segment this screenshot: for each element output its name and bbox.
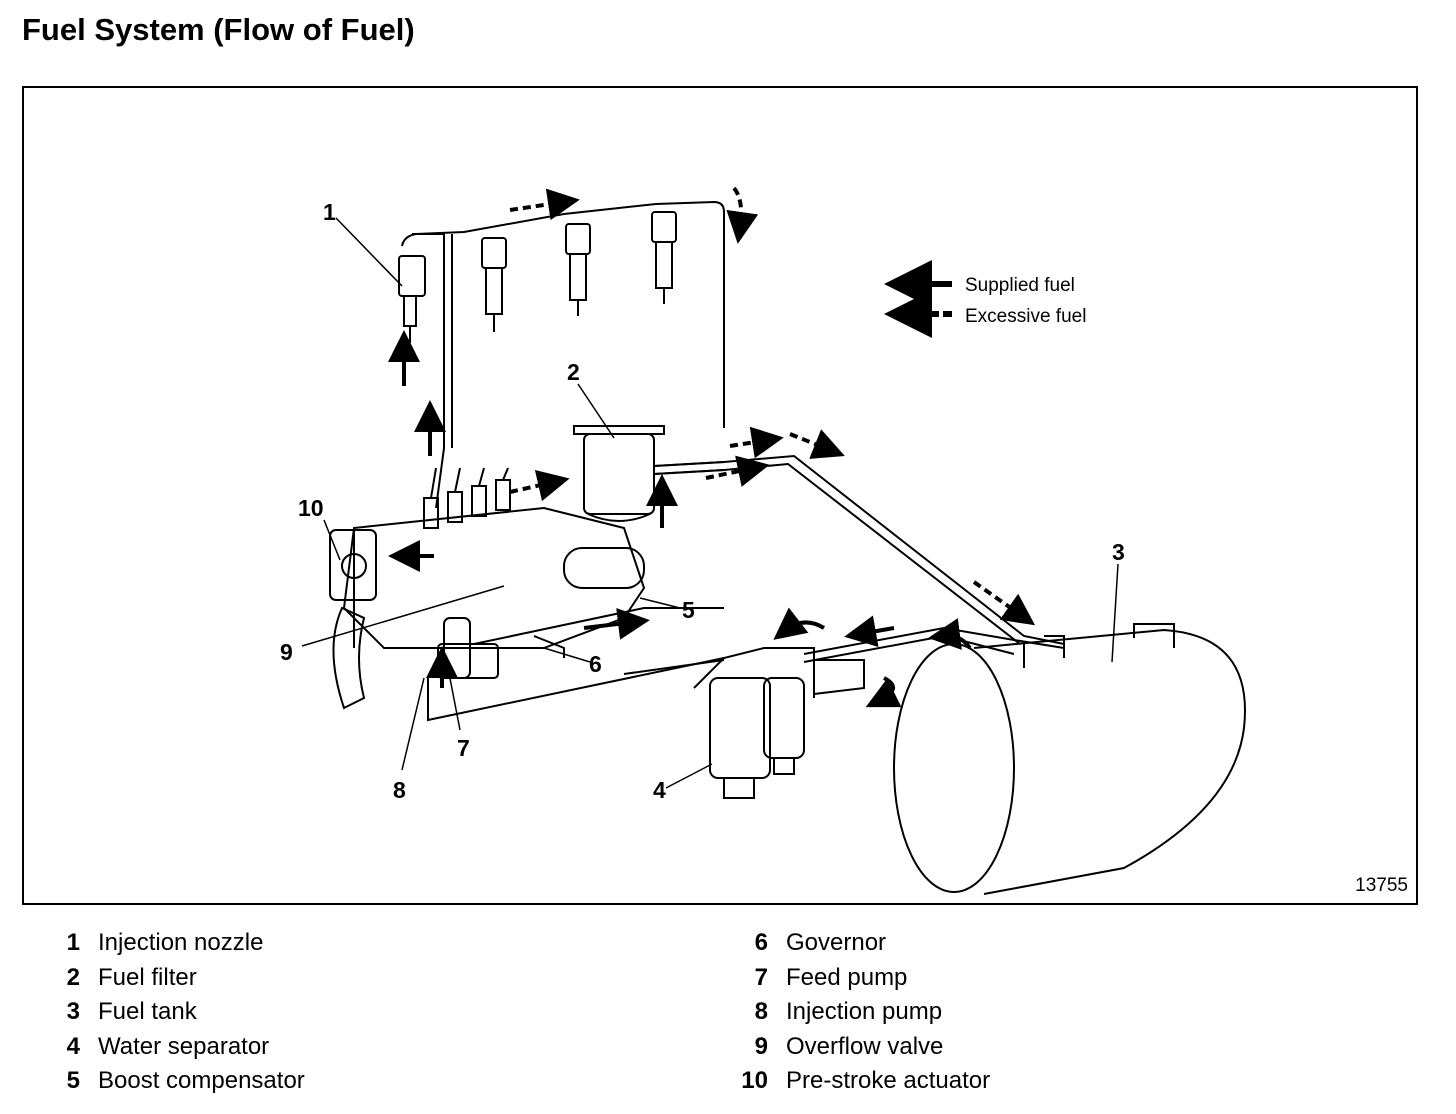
key-number: 6 [754,929,768,957]
key-number: 7 [754,963,768,991]
supply-line-1 [412,233,445,509]
fuel-system-diagram: 1 2 3 4 5 6 7 8 9 10 Supplied fuel Exces… [280,186,1246,895]
callout-4: 4 [653,777,666,803]
governor [332,606,565,710]
key-item: 3 Fuel tank [40,995,305,1030]
feed-line-a [473,607,724,645]
callout-9: 9 [280,639,293,665]
key-number: 5 [66,1067,80,1095]
key-item: 4 Water separator [40,1030,305,1065]
injection-nozzle-3 [565,223,591,316]
key-label: Governor [786,929,887,957]
callout-3: 3 [1112,539,1125,565]
key-item: 10 Pre-stroke actuator [728,1064,990,1099]
callout-2: 2 [567,359,580,385]
key-number: 10 [741,1067,768,1095]
key-label: Injection pump [786,998,943,1026]
legend-excessive: Excessive fuel [965,306,1086,327]
key-label: Fuel tank [98,998,197,1026]
key-item: 2 Fuel filter [40,961,305,996]
pre-stroke-actuator [329,529,377,601]
return-rail [401,200,725,428]
figure-number: 13755 [1355,875,1408,896]
legend-supplied: Supplied fuel [965,275,1075,296]
fuel-tank [893,623,1246,895]
injection-nozzle-4 [651,211,677,304]
key-item: 6 Governor [728,926,990,961]
key-label: Boost compensator [98,1067,305,1095]
callout-5: 5 [682,597,695,623]
key-label: Overflow valve [786,1032,944,1060]
key-list-right: 6 Governor 7 Feed pump 8 Injection pump 9 Ov… [728,926,990,1099]
key-label: Feed pump [786,963,908,991]
callout-6: 6 [589,651,602,677]
key-number: 9 [754,1032,768,1060]
key-label: Pre-stroke actuator [786,1067,991,1095]
diagram-frame: 1 2 3 4 5 6 7 8 9 10 Supplied fuel Exces… [22,86,1418,905]
key-label: Fuel filter [98,963,197,991]
supplied-arrows [388,330,972,708]
callout-1: 1 [323,199,336,225]
page-title: Fuel System (Flow of Fuel) [22,12,415,47]
key-item: 9 Overflow valve [728,1030,990,1065]
key-item: 5 Boost compensator [40,1064,305,1099]
key-number: 4 [66,1032,80,1060]
injection-nozzle-1 [398,255,426,343]
return-line-tank [653,454,1065,645]
injection-pump [342,467,646,649]
fuel-filter [573,425,725,522]
key-label: Water separator [98,1032,270,1060]
key-item: 8 Injection pump [728,995,990,1030]
callout-8: 8 [393,777,406,803]
key-label: Injection nozzle [98,929,264,957]
key-item: 1 Injection nozzle [40,926,305,961]
boost-compensator [563,547,645,589]
key-item: 7 Feed pump [728,961,990,996]
key-number: 3 [66,998,80,1026]
callout-7: 7 [457,735,470,761]
excessive-arrows [509,186,1036,626]
key-number: 2 [66,963,80,991]
key-list-left: 1 Injection nozzle 2 Fuel filter 3 Fuel tan… [40,926,305,1099]
water-separator [693,647,865,799]
feed-line-b [427,657,725,722]
legend: Supplied fuel Excessive fuel [884,260,1086,338]
key-number: 8 [754,998,768,1026]
injection-nozzle-2 [481,237,507,332]
key-number: 1 [66,929,80,957]
callout-10: 10 [298,495,324,521]
